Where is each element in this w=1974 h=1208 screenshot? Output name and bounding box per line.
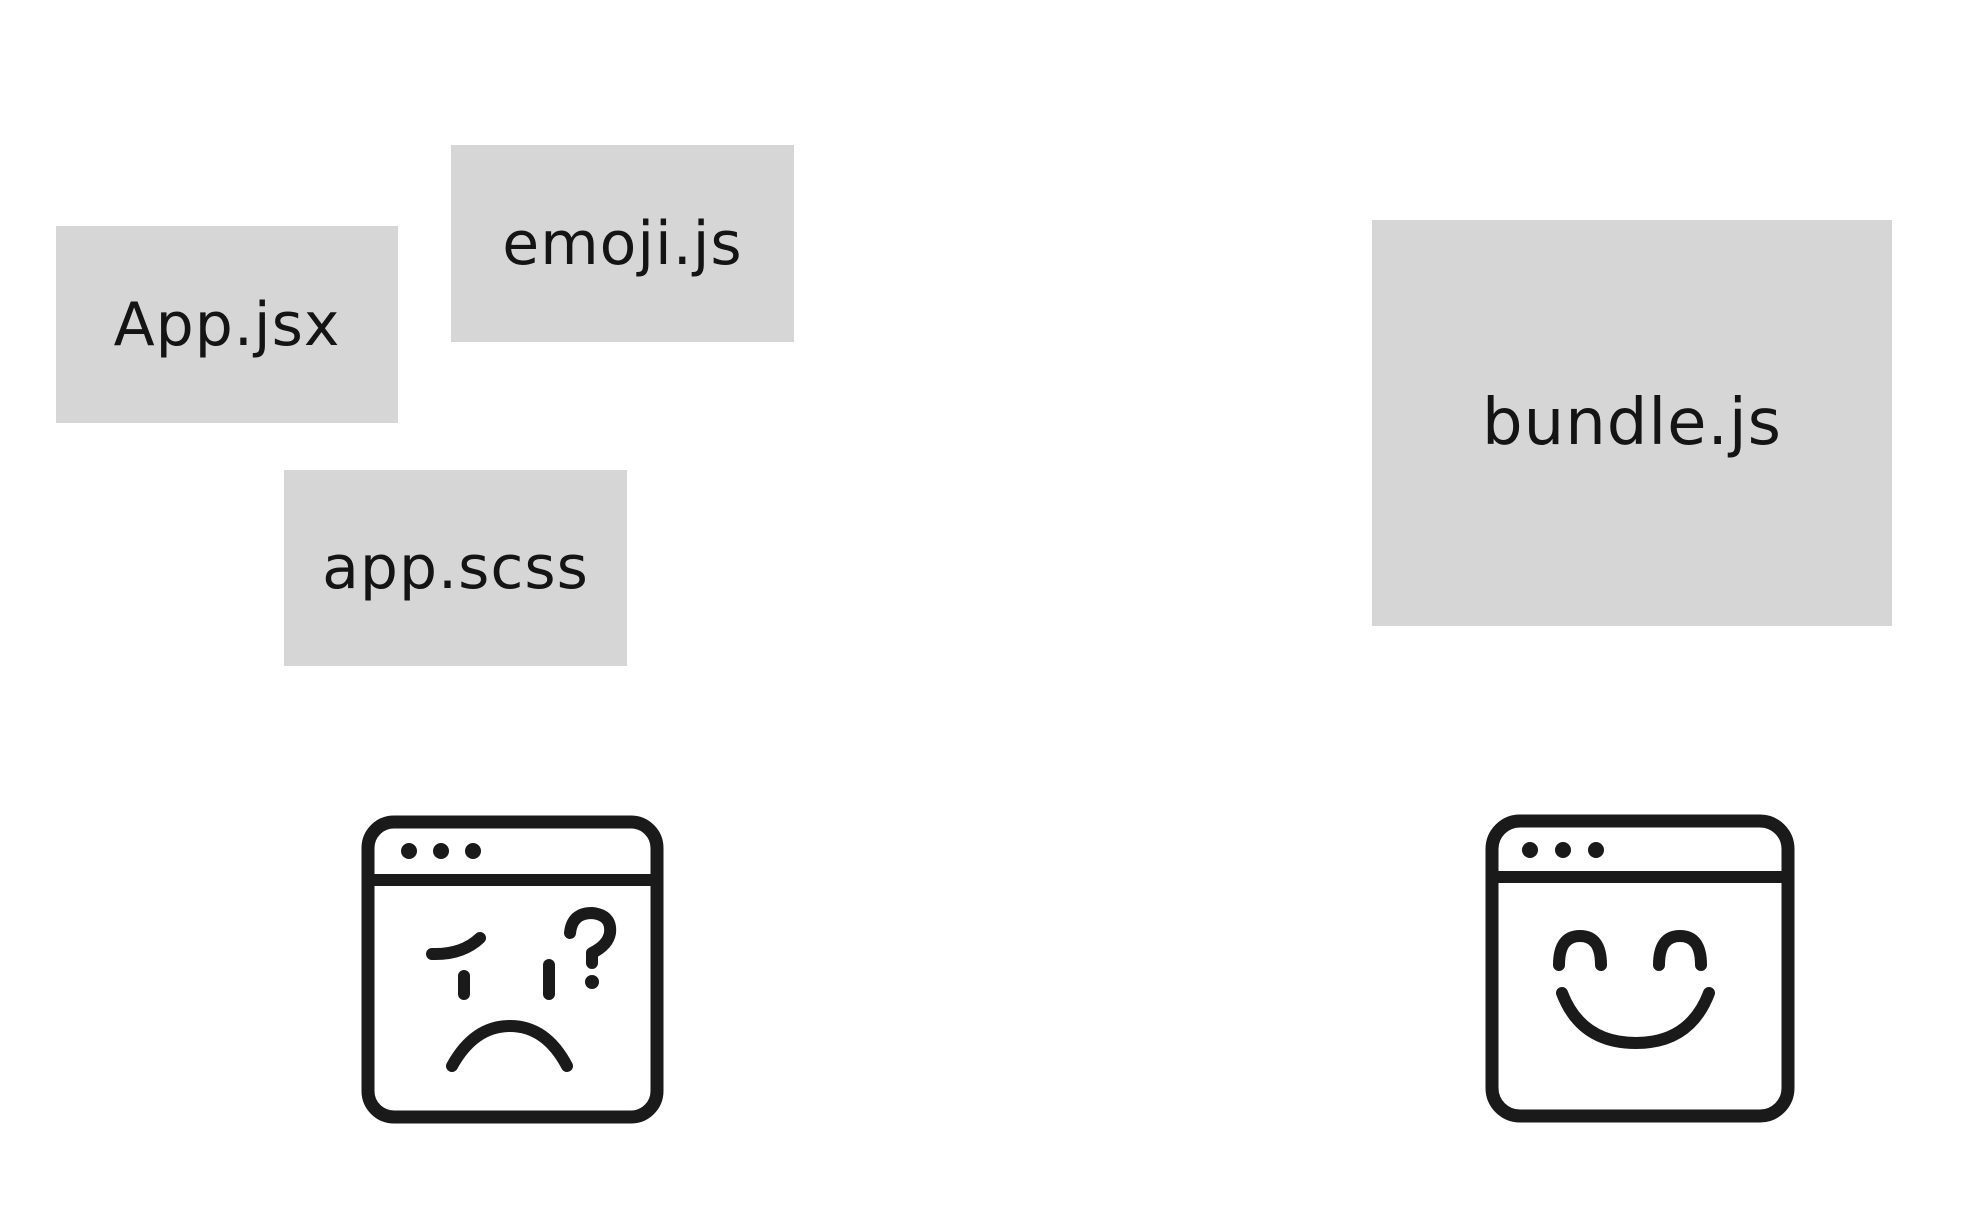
file-box-app-jsx: App.jsx <box>56 226 398 423</box>
file-label: emoji.js <box>502 208 743 279</box>
file-box-bundle-js: bundle.js <box>1372 220 1892 626</box>
file-box-emoji-js: emoji.js <box>451 145 794 342</box>
file-label: App.jsx <box>113 289 341 360</box>
confused-browser-icon <box>361 815 664 1124</box>
happy-browser-icon <box>1485 814 1795 1123</box>
file-label: bundle.js <box>1482 386 1782 460</box>
file-label: app.scss <box>322 533 589 603</box>
file-box-app-scss: app.scss <box>284 470 627 666</box>
